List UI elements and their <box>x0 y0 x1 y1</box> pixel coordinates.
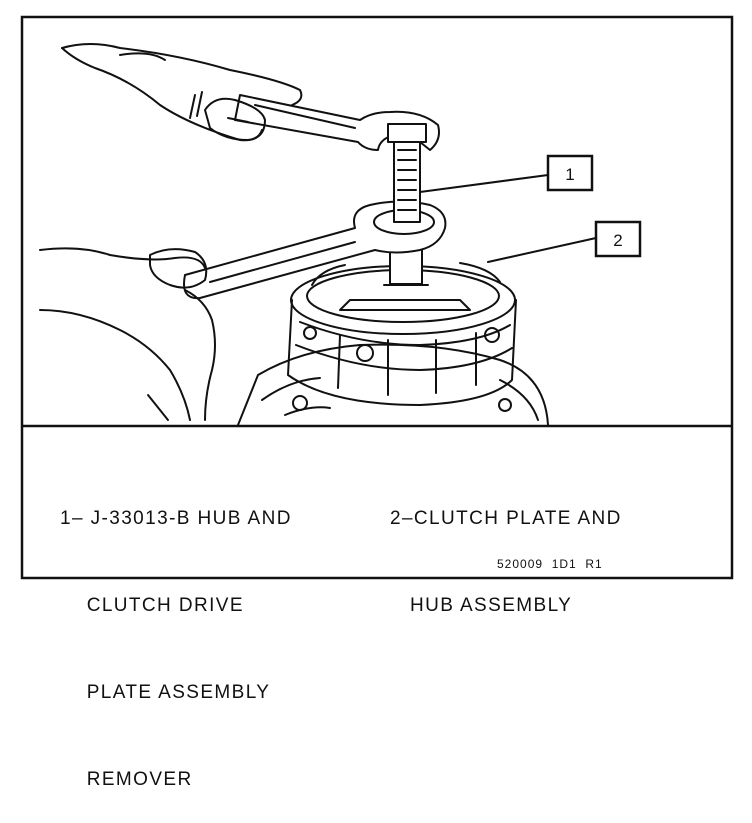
legend-1-line: CLUTCH DRIVE <box>60 595 244 616</box>
leader-line-1 <box>419 174 549 193</box>
legend-1-line: 1– J-33013-B HUB AND <box>60 508 292 529</box>
callout-1: 1 <box>546 154 594 192</box>
outer-border <box>20 15 734 580</box>
upper-hand <box>61 43 303 142</box>
leader-line-2 <box>487 237 597 263</box>
figure-code: 520009 1D1 R1 <box>497 557 603 571</box>
clutch-plate-assembly <box>287 262 517 406</box>
legend-item-2: 2–CLUTCH PLATE AND HUB ASSEMBLY <box>390 446 622 649</box>
hub-remover-tool <box>183 94 447 300</box>
diagram-frame: 1 2 <box>20 15 734 580</box>
callout-2-number: 2 <box>613 231 622 250</box>
legend-1-line: REMOVER <box>60 769 193 790</box>
illustration <box>39 43 597 426</box>
legend-item-1: 1– J-33013-B HUB AND CLUTCH DRIVE PLATE … <box>60 446 292 823</box>
legend-2-line: HUB ASSEMBLY <box>390 595 573 616</box>
lower-hand <box>39 247 216 421</box>
legend-1-line: PLATE ASSEMBLY <box>60 682 271 703</box>
legend-2-line: 2–CLUTCH PLATE AND <box>390 508 622 529</box>
compressor-base <box>237 343 549 426</box>
callout-2: 2 <box>594 220 642 258</box>
callout-1-number: 1 <box>565 165 574 184</box>
